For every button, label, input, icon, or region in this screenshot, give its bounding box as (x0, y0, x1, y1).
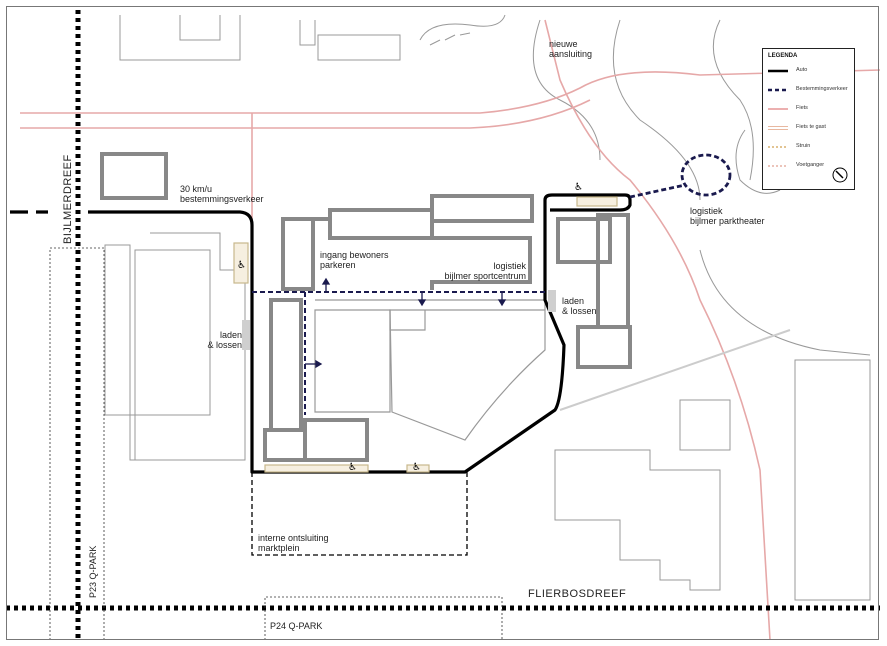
label-laden-lossen-west: laden& lossen (207, 330, 242, 350)
parking-label-p24: P24 Q-PARK (270, 621, 323, 631)
legend-item-struin: Struin (768, 143, 811, 149)
direction-arrows (305, 277, 507, 369)
legend-item-fiets-te-gast: Fiets te gast (768, 124, 826, 130)
legend-item-voetganger: Voetganger (768, 162, 825, 168)
wheelchair-parking-icon: ♿ ♿ ♿ ♿ (237, 182, 583, 473)
svg-text:♿: ♿ (412, 462, 421, 473)
road-label-bijlmerdreef: BIJLMERDREEF (62, 154, 74, 244)
compass-north-icon (832, 167, 848, 183)
bicycle-routes (20, 19, 881, 641)
parking-label-p23: P23 Q-PARK (88, 545, 98, 598)
legend-item-auto: Auto (768, 67, 808, 73)
loading-zone-west (242, 320, 250, 350)
svg-text:♿: ♿ (348, 462, 357, 473)
parking-strips (233, 196, 618, 473)
map-legend: LEGENDA Auto Bestemmingsverkeer Fiets Fi… (762, 48, 855, 190)
road-label-flierbosdreef: FLIERBOSDREEF (528, 588, 627, 600)
svg-text:♿: ♿ (574, 182, 583, 193)
p24-zone (264, 596, 503, 640)
project-buildings (100, 152, 632, 462)
context-buildings (104, 14, 871, 601)
car-route (10, 193, 632, 474)
legend-item-fiets: Fiets (768, 105, 808, 111)
legend-title: LEGENDA (768, 53, 798, 59)
p23-zone (49, 247, 105, 640)
legend-item-bestemmingsverkeer: Bestemmingsverkeer (768, 86, 848, 92)
footpath (559, 329, 791, 411)
destination-traffic-route (251, 153, 732, 556)
svg-text:♿: ♿ (237, 260, 246, 271)
loading-zone-east (548, 290, 556, 312)
label-laden-lossen-oost: laden& lossen (562, 296, 597, 316)
